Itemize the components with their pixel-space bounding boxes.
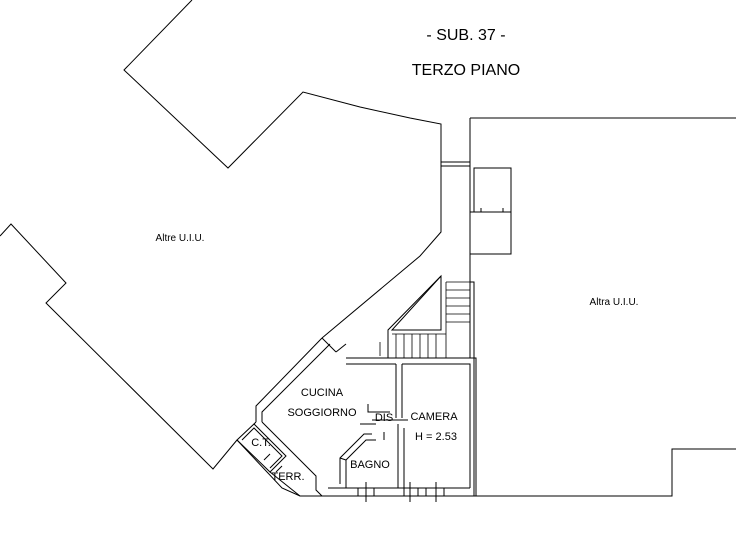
terrace-label: TERR. — [272, 471, 305, 483]
hall-label: DIS — [375, 412, 393, 424]
apartment-outline — [253, 337, 477, 502]
terrace-block — [236, 423, 322, 497]
right-unit-label: Altra U.I.U. — [590, 297, 639, 308]
bathroom-label: BAGNO — [350, 459, 390, 471]
floor-label: TERZO PIANO — [412, 62, 520, 79]
labels: - SUB. 37 - TERZO PIANO Altre U.I.U. Alt… — [156, 27, 639, 483]
left-unit-outline — [0, 0, 442, 470]
bedroom-label: CAMERA — [410, 411, 458, 423]
living-label: SOGGIORNO — [287, 407, 357, 419]
height-label: H = 2.53 — [415, 431, 457, 443]
kitchen-label: CUCINA — [301, 387, 344, 399]
corridor — [441, 118, 512, 255]
column-box — [473, 167, 512, 213]
stair — [379, 274, 471, 359]
sub-label: - SUB. 37 - — [426, 27, 505, 44]
boiler-label: C.T. — [251, 437, 271, 449]
left-unit-label: Altre U.I.U. — [156, 233, 205, 244]
